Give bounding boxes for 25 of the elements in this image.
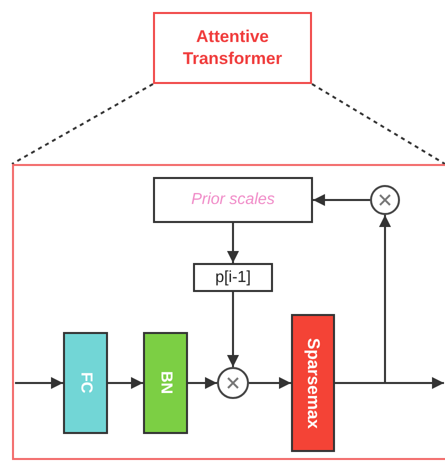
arrow xyxy=(108,377,143,389)
process-box xyxy=(193,263,273,292)
node-label: Sparsemax xyxy=(302,338,324,428)
node-label: FC xyxy=(76,372,96,394)
multiply-node xyxy=(370,185,400,215)
process-box xyxy=(153,177,313,223)
node-label: Prior scales xyxy=(191,190,275,210)
arrow xyxy=(335,215,391,384)
arrow xyxy=(188,377,217,389)
expanded-panel xyxy=(12,164,445,460)
arrow xyxy=(249,377,291,389)
arrow xyxy=(227,223,239,263)
node-label: p[i-1] xyxy=(215,268,251,288)
title-box xyxy=(153,12,312,84)
multiply-node xyxy=(217,367,249,399)
layer-block xyxy=(143,332,188,434)
arrow xyxy=(15,377,63,389)
layer-block xyxy=(63,332,108,434)
arrow xyxy=(227,292,239,367)
node-label: BN xyxy=(156,371,176,395)
arrow xyxy=(313,194,370,206)
zoom-guide-line xyxy=(311,83,445,165)
node-label: Attentive Transformer xyxy=(182,26,284,70)
layer-block xyxy=(291,314,335,452)
zoom-guide-line xyxy=(12,83,154,165)
